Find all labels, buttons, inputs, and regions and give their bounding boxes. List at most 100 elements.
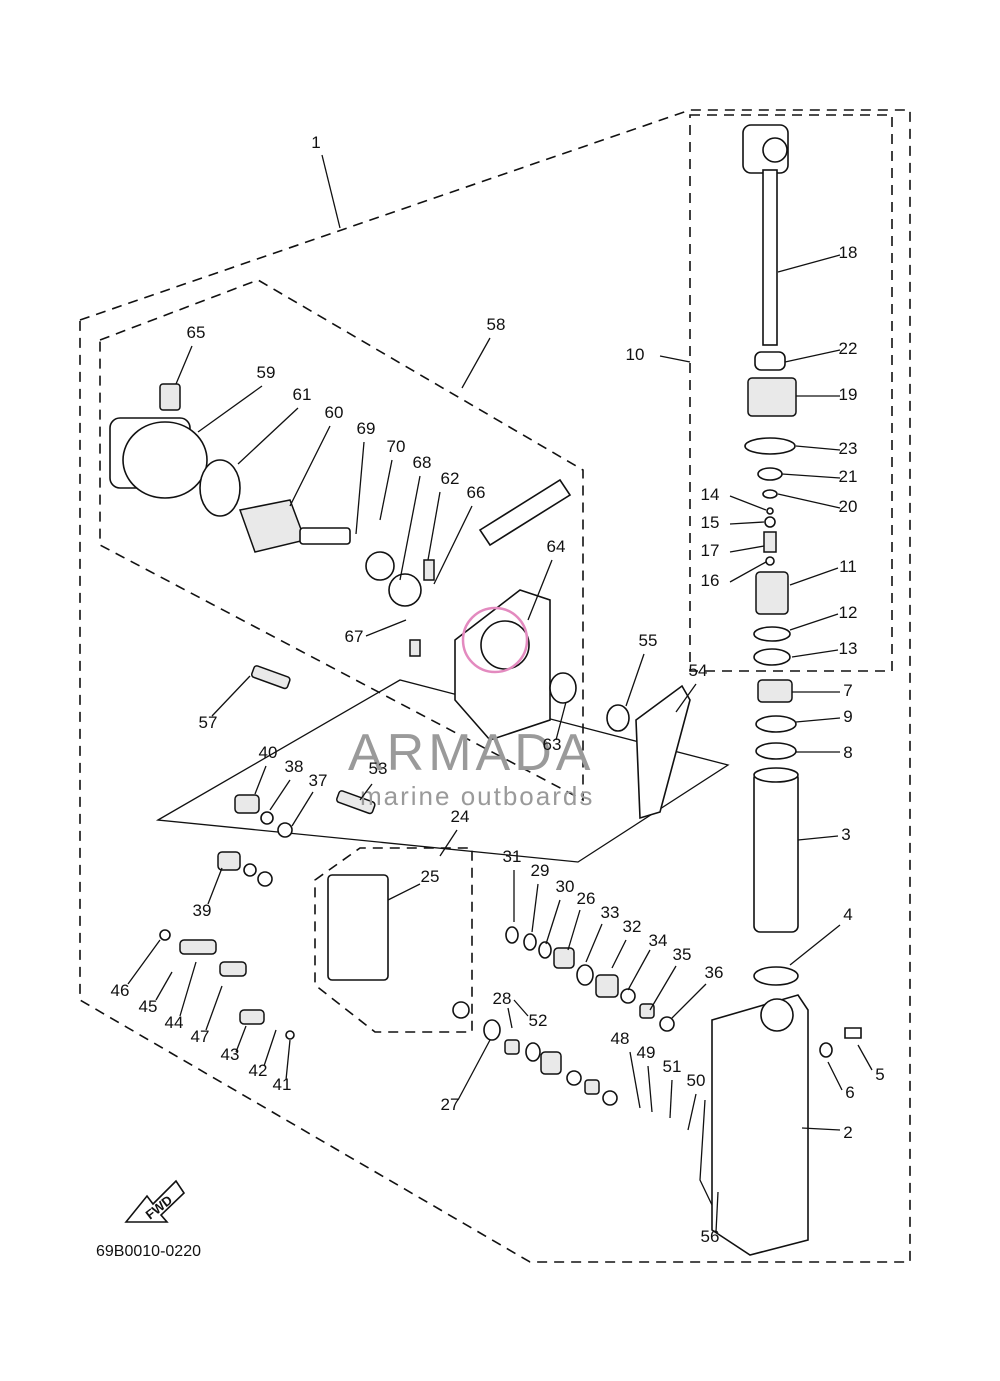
callout-leader-37 — [291, 791, 314, 827]
motor-assembly — [109, 383, 691, 820]
callout-leader-25 — [387, 883, 421, 901]
callout-5: 5 — [875, 1065, 884, 1084]
trim-cylinder-assembly — [699, 124, 862, 1256]
callout-66: 66 — [467, 483, 486, 502]
callout-33: 33 — [601, 903, 620, 922]
callout-leader-51 — [669, 1079, 673, 1119]
callout-leader-44 — [179, 961, 197, 1017]
callout-50: 50 — [687, 1071, 706, 1090]
fwd-arrow-icon: FWD — [124, 1179, 186, 1223]
callout-32: 32 — [623, 917, 642, 936]
callout-24: 24 — [451, 807, 470, 826]
callout-leader-27 — [457, 1039, 491, 1101]
callout-68: 68 — [413, 453, 432, 472]
callout-leader-11 — [789, 567, 839, 586]
callout-leader-5 — [857, 1044, 873, 1071]
callout-41: 41 — [273, 1075, 292, 1094]
callout-leader-52 — [513, 999, 529, 1017]
callout-leader-3 — [797, 835, 839, 841]
callout-19: 19 — [839, 385, 858, 404]
pump-assembly — [159, 790, 675, 1106]
callout-leader-63 — [555, 701, 567, 741]
callout-23: 23 — [839, 439, 858, 458]
callout-leader-10 — [659, 355, 691, 363]
callout-leader-62 — [427, 491, 441, 561]
callout-70: 70 — [387, 437, 406, 456]
callout-leader-61 — [237, 407, 299, 465]
callout-leader-14 — [729, 495, 767, 511]
callout-leader-66 — [433, 505, 473, 585]
callout-leader-49 — [647, 1065, 653, 1113]
callout-2: 2 — [843, 1123, 852, 1142]
callout-25: 25 — [421, 867, 440, 886]
assembly-outlines — [79, 109, 911, 1263]
callout-leader-15 — [729, 521, 765, 525]
callout-leader-55 — [625, 653, 645, 707]
callout-34: 34 — [649, 931, 668, 950]
watermark-title: ARMADA — [348, 724, 594, 782]
callout-45: 45 — [139, 997, 158, 1016]
callout-leader-39 — [207, 867, 223, 905]
callout-35: 35 — [673, 945, 692, 964]
callout-leader-29 — [531, 883, 539, 933]
callout-59: 59 — [257, 363, 276, 382]
callout-37: 37 — [309, 771, 328, 790]
callout-14: 14 — [701, 485, 720, 504]
callout-leader-17 — [729, 545, 765, 553]
callout-44: 44 — [165, 1013, 184, 1032]
callout-leader-28 — [507, 1007, 513, 1029]
callout-leader-60 — [289, 425, 331, 507]
callout-leader-20 — [777, 493, 841, 509]
callout-leader-36 — [671, 983, 707, 1019]
callout-leader-42 — [263, 1029, 277, 1067]
callout-22: 22 — [839, 339, 858, 358]
callout-40: 40 — [259, 743, 278, 762]
callout-60: 60 — [325, 403, 344, 422]
callout-58: 58 — [487, 315, 506, 334]
callout-leader-23 — [795, 445, 841, 451]
callout-62: 62 — [441, 469, 460, 488]
callout-leader-9 — [795, 717, 841, 723]
callout-4: 4 — [843, 905, 852, 924]
callout-leader-46 — [127, 939, 161, 985]
callout-leader-70 — [379, 459, 393, 521]
callout-21: 21 — [839, 467, 858, 486]
callout-leader-58 — [461, 337, 491, 389]
callout-49: 49 — [637, 1043, 656, 1062]
callout-leader-4 — [789, 924, 841, 966]
callout-31: 31 — [503, 847, 522, 866]
callout-9: 9 — [843, 707, 852, 726]
callout-leader-30 — [545, 899, 561, 945]
callout-29: 29 — [531, 861, 550, 880]
callout-61: 61 — [293, 385, 312, 404]
callout-26: 26 — [577, 889, 596, 908]
callout-30: 30 — [556, 877, 575, 896]
callout-3: 3 — [841, 825, 850, 844]
callout-leader-50 — [687, 1093, 697, 1131]
callout-43: 43 — [221, 1045, 240, 1064]
diagram-code: 69B0010-0220 — [96, 1243, 201, 1260]
callout-36: 36 — [705, 963, 724, 982]
callout-42: 42 — [249, 1061, 268, 1080]
callout-65: 65 — [187, 323, 206, 342]
callout-6: 6 — [845, 1083, 854, 1102]
callout-leader-18 — [777, 254, 841, 273]
callout-38: 38 — [285, 757, 304, 776]
callout-57: 57 — [199, 713, 218, 732]
callout-leader-1 — [321, 154, 341, 229]
callout-47: 47 — [191, 1027, 210, 1046]
callout-7: 7 — [843, 681, 852, 700]
callout-64: 64 — [547, 537, 566, 556]
callout-1: 1 — [311, 133, 320, 152]
callout-54: 54 — [689, 661, 708, 680]
callout-63: 63 — [543, 735, 562, 754]
callout-leader-45 — [155, 971, 173, 1001]
logo-icon — [461, 606, 529, 674]
callout-leader-53 — [359, 783, 373, 801]
callout-leader-41 — [285, 1039, 291, 1081]
callout-46: 46 — [111, 981, 130, 1000]
callout-leader-21 — [781, 473, 841, 479]
callout-leader-69 — [355, 441, 365, 535]
watermark: ARMADA marine outboards — [348, 606, 594, 811]
callout-leader-16 — [729, 561, 767, 583]
